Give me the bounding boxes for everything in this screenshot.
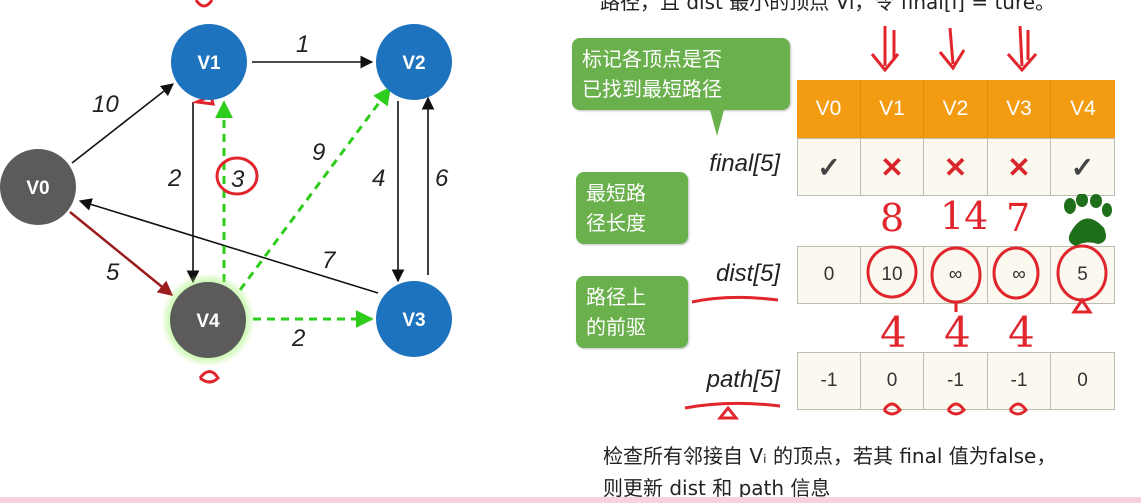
bubble-final-line-2: 已找到最短路径: [582, 77, 722, 101]
weight-v4-v2: 9: [312, 139, 325, 166]
bubble-path-line-2: 的前驱: [586, 315, 646, 339]
row-label-dist: dist[5]: [715, 260, 780, 287]
table-annotations: [866, 25, 1108, 416]
node-v0-label: V0: [26, 178, 49, 199]
node-v1-label: V1: [197, 53, 221, 74]
bubble-dist-line-2: 径长度: [586, 211, 646, 235]
annotation-v4-mark: [198, 370, 220, 384]
dist-cell-v0: 0: [797, 246, 861, 304]
node-v0: V0: [0, 149, 76, 225]
cross-icon: ✕: [880, 151, 904, 183]
node-v2: V2: [376, 24, 452, 100]
node-v3-label: V3: [402, 310, 425, 331]
cross-icon: ✕: [943, 151, 968, 183]
path-update-v2: 4: [944, 308, 971, 357]
check-icon: ✓: [817, 151, 841, 183]
label-underlines: [684, 295, 781, 420]
node-v2-label: V2: [402, 53, 425, 74]
annotation-top-arrow: [194, 0, 214, 8]
path-cell-v4: 0: [1051, 352, 1115, 410]
top-cut-text: 路径，且 dist 最小的顶点 Vi，令 final[i] = ture。: [600, 0, 1056, 14]
bubble-final-line-1: 标记各顶点是否: [582, 47, 722, 71]
dist-cell-v2: ∞: [924, 246, 988, 304]
check-icon: ✓: [1070, 151, 1095, 183]
edge-v0-v1: [71, 83, 175, 164]
bubble-dist-line-1: 最短路: [586, 181, 646, 205]
header-v3: V3: [988, 80, 1051, 138]
graph-diagram: 10 1 2 3 9 4 6 7 5 2 V0 V1 V2 V3: [0, 0, 452, 384]
path-cell-v3: -1: [988, 352, 1051, 410]
weight-v1-v2: 1: [296, 31, 309, 58]
edge-v4-v2: [238, 86, 392, 291]
cross-icon: ✕: [1007, 151, 1031, 183]
final-cell-v3: ✕: [988, 138, 1051, 196]
path-cell-v2: -1: [924, 352, 988, 410]
weight-v4-v1: 3: [231, 166, 245, 193]
annotation-circle-3: [215, 156, 259, 196]
bottom-text-line-2: 则更新 dist 和 path 信息: [603, 476, 831, 500]
weight-v4-v3: 2: [291, 325, 305, 352]
path-cell-v1: 0: [861, 352, 924, 410]
weight-v3-v2: 6: [435, 165, 449, 192]
bottom-text-line-1: 检查所有邻接自 Vᵢ 的顶点，若其 final 值为false，: [603, 444, 1057, 468]
path-update-v1: 4: [880, 308, 907, 357]
path-update-v3: 4: [1008, 308, 1035, 357]
node-v4-label: V4: [196, 311, 220, 332]
paw-icon: [1064, 194, 1112, 246]
bubble-final-tail: [710, 110, 724, 136]
edge-v3-v0: [78, 198, 379, 294]
weight-v1-v4: 2: [167, 165, 181, 192]
header-v1: V1: [861, 80, 924, 138]
progress-bar: [0, 497, 1141, 503]
node-v3: V3: [376, 281, 452, 357]
row-label-path: path[5]: [706, 366, 780, 393]
dist-update-v2: 14: [940, 194, 989, 238]
dist-update-v1: 8: [880, 196, 905, 240]
node-v4: V4: [170, 282, 246, 358]
bubble-path-line-1: 路径上: [586, 285, 646, 309]
header-v4: V4: [1051, 80, 1115, 138]
header-v2: V2: [924, 80, 988, 138]
dist-cell-v1: 10: [861, 246, 924, 304]
path-cell-v0: -1: [797, 352, 861, 410]
weight-v0-v1: 10: [92, 91, 119, 118]
weight-v3-v0: 7: [322, 247, 337, 274]
edge-v0-v4: [69, 211, 174, 296]
bubble-path: 路径上 的前驱: [576, 276, 692, 352]
final-cell-v0: ✓: [797, 138, 861, 196]
weight-v2-v3: 4: [372, 165, 385, 192]
final-cell-v1: ✕: [861, 138, 924, 196]
header-v0: V0: [797, 80, 861, 138]
weight-v0-v4: 5: [106, 259, 120, 286]
bubble-dist: 最短路 径长度: [576, 172, 692, 248]
dist-update-v3: 7: [1006, 196, 1031, 240]
final-cell-v2: ✕: [924, 138, 988, 196]
row-label-final: final[5]: [709, 150, 780, 177]
bubble-final: 标记各顶点是否 已找到最短路径: [572, 38, 790, 136]
node-v1: V1: [171, 24, 247, 100]
